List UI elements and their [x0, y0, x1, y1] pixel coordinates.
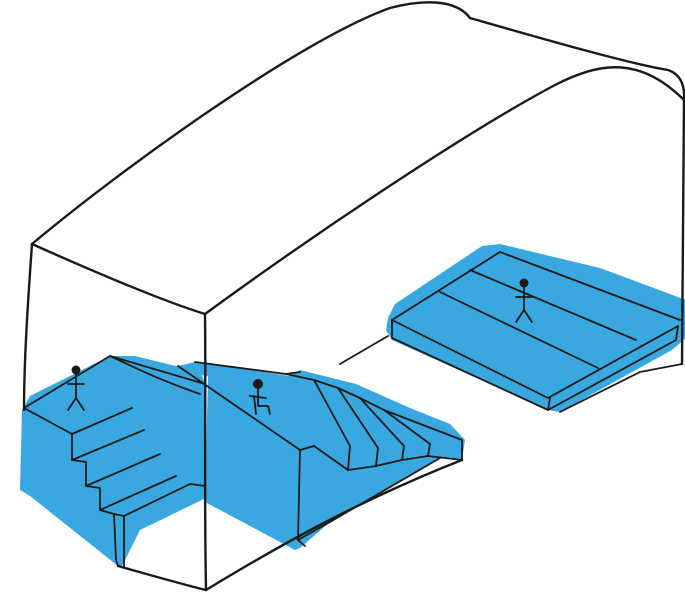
stairs-middle-lines — [177, 361, 463, 547]
figure-on-stairs-left — [67, 365, 85, 411]
platform-right-lines — [391, 251, 681, 411]
room-outline — [22, 1, 685, 592]
stairs-left-lines — [23, 355, 206, 567]
figure-on-platform-right — [515, 278, 533, 323]
stair-block-left-fill — [20, 356, 206, 566]
stair-block-middle-fill — [110, 362, 465, 550]
figure-sitting-middle — [249, 379, 271, 415]
platform-right-fill — [386, 244, 685, 412]
water-fills — [20, 244, 685, 566]
